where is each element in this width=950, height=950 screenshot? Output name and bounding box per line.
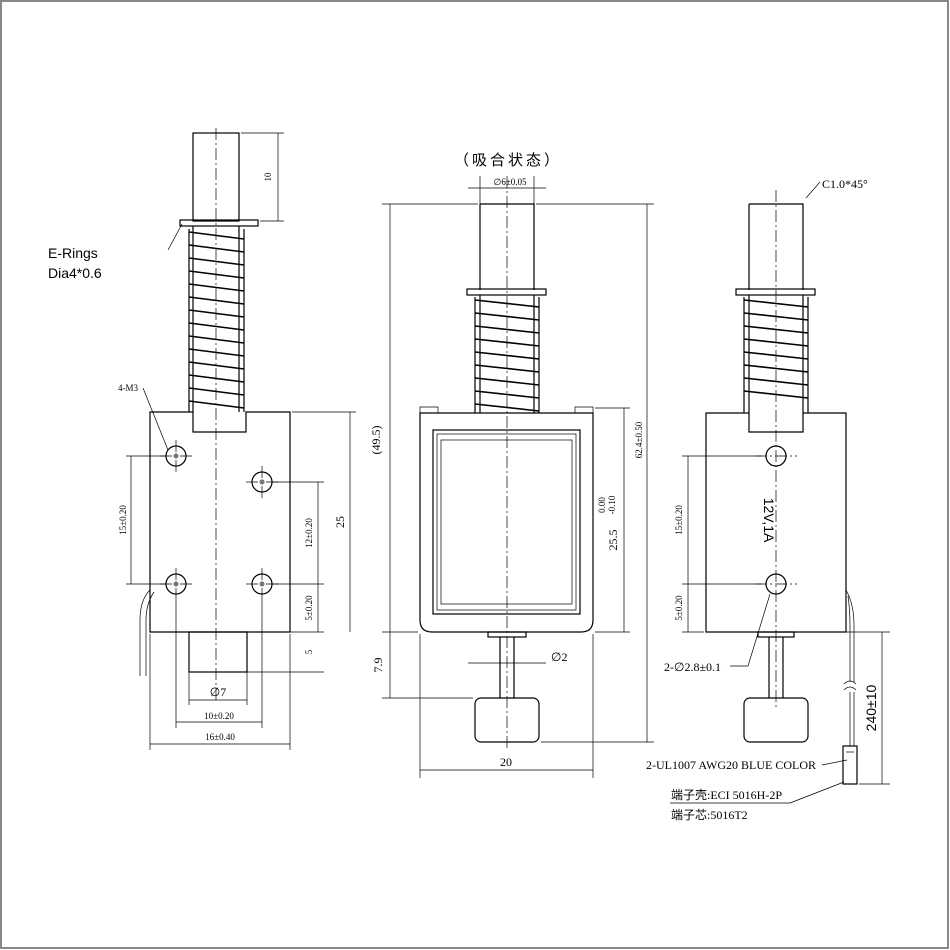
mid-dim-25-5: 25.5: [606, 530, 620, 551]
left-dim-5-lower: 5: [304, 649, 314, 654]
wire-label: 2-UL1007 AWG20 BLUE COLOR: [646, 758, 816, 772]
e-rings-label: E-Rings: [48, 245, 98, 261]
left-dim-16w: 16±0.40: [205, 732, 235, 742]
mid-coil: [432, 429, 581, 615]
right-dim-240: 240±10: [863, 684, 879, 731]
mid-spring: [474, 297, 540, 413]
right-dim-5: 5±0.20: [674, 595, 684, 621]
mid-tol-upper: 0.00: [597, 497, 607, 513]
drawing-title: （吸合状态）: [454, 151, 562, 169]
terminal-connector: [842, 745, 858, 785]
mid-dim-phi2: ∅2: [551, 650, 567, 664]
left-dim-10: 10: [263, 172, 273, 182]
left-holes-label: 4-M3: [118, 383, 138, 393]
left-dim-5-upper: 5±0.20: [304, 595, 314, 621]
left-mounting-holes: [160, 440, 278, 600]
mid-bottom-cap: [474, 697, 540, 743]
terminal-shell-label: 端子壳:ECI 5016H-2P: [671, 788, 782, 802]
right-body: [705, 412, 847, 633]
left-dim-10w: 10±0.20: [204, 711, 234, 721]
right-bottom-cap: [743, 697, 809, 743]
left-dim-15: 15±0.20: [118, 505, 128, 535]
chamfer-label: C1.0*45°: [822, 177, 868, 191]
right-e-ring: [735, 288, 816, 296]
left-view: 10 E-Rings Dia4*0.6 4-M3 15±0.20 12±0.20…: [48, 128, 356, 750]
mid-e-ring: [466, 288, 547, 296]
mid-tol-lower: -0.10: [607, 495, 617, 514]
rating-label: 12V,1A: [761, 498, 777, 543]
mid-dim-49-5: (49.5): [369, 426, 383, 455]
mid-frame: [419, 412, 594, 633]
left-e-ring: [179, 219, 259, 227]
e-rings-spec: Dia4*0.6: [48, 265, 102, 281]
left-dim-25: 25: [333, 516, 347, 528]
mid-dim-phi6: ∅6±0.05: [493, 177, 527, 187]
left-spring: [188, 229, 245, 412]
terminal-core-label: 端子芯:5016T2: [671, 808, 748, 822]
mid-dim-20: 20: [500, 755, 512, 769]
right-holes-label: 2-∅2.8±0.1: [664, 660, 721, 674]
right-spring: [743, 297, 809, 413]
left-dim-12: 12±0.20: [304, 518, 314, 548]
left-dim-phi7: ∅7: [210, 685, 226, 699]
left-bottom-core: [188, 631, 248, 673]
middle-view: ∅6±0.05 (49.5) 7.9 62.4±0.50 25.5 0.00 -…: [369, 176, 654, 778]
mid-dim-7-9: 7.9: [371, 658, 385, 673]
mid-dim-62-4: 62.4±0.50: [634, 421, 644, 458]
right-dim-15: 15±0.20: [674, 505, 684, 535]
left-body: [149, 411, 291, 633]
right-view: 12V,1A C1.0*45° 15±0.20 5±0.20 2-∅2.8±0.…: [646, 177, 890, 822]
